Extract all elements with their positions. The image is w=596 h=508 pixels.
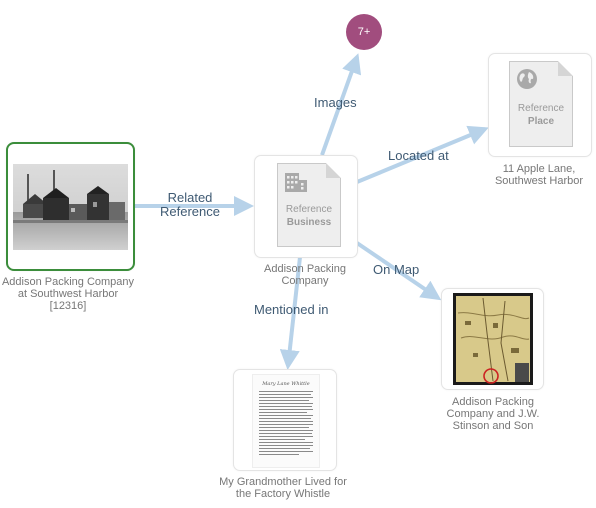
document-title: Mary Lane Whittle (262, 381, 310, 387)
historic-map-image (453, 293, 533, 385)
edge-label-related-line1: Related (167, 190, 213, 205)
edge-label-on-map: On Map (373, 262, 420, 277)
place-node-caption: 11 Apple Lane, Southwest Harbor (494, 163, 584, 187)
edge-on-map (355, 241, 442, 301)
reference-label: Reference (285, 204, 333, 215)
reference-place-text: Reference Place (510, 102, 572, 128)
map-node-card[interactable] (441, 288, 544, 390)
edge-located-at (356, 125, 489, 184)
document-page-thumbnail: Mary Lane Whittle (252, 374, 320, 468)
place-label: Place (527, 116, 555, 127)
map-node-caption: Addison Packing Company and J.W. Stinson… (446, 396, 540, 432)
edge-label-located-at: Located at (388, 148, 449, 163)
reference-business-document-icon: Reference Business (277, 163, 341, 247)
edge-label-mentioned-in: Mentioned in (254, 302, 329, 317)
page-fold (558, 61, 573, 76)
images-count-bubble[interactable]: 7+ (346, 14, 382, 50)
business-label: Business (286, 217, 332, 228)
reference-business-text: Reference Business (278, 203, 340, 229)
place-node-card[interactable]: Reference Place (488, 53, 592, 157)
images-count-label: 7+ (357, 26, 371, 38)
document-node-card[interactable]: Mary Lane Whittle (233, 369, 337, 471)
edge-images (320, 53, 362, 156)
edge-label-related-line2: Reference (160, 204, 220, 219)
center-node-caption: Addison Packing Company (264, 263, 346, 287)
edge-label-images: Images (314, 95, 357, 110)
reference-place-document-icon: Reference Place (509, 61, 573, 147)
building-icon (285, 173, 307, 192)
edge-label-related-reference: Related Reference (155, 191, 225, 219)
reference-label: Reference (517, 103, 565, 114)
historic-factory-photo (13, 164, 128, 250)
edge-mentioned-in (279, 256, 302, 370)
photo-node-card[interactable] (6, 142, 135, 271)
center-node-card[interactable]: Reference Business (254, 155, 358, 258)
page-fold (326, 163, 341, 178)
globe-icon (517, 69, 537, 89)
document-text-lines (259, 391, 313, 455)
document-node-caption: My Grandmother Lived for the Factory Whi… (219, 476, 347, 500)
photo-node-caption: Addison Packing Company at Southwest Har… (1, 276, 135, 312)
